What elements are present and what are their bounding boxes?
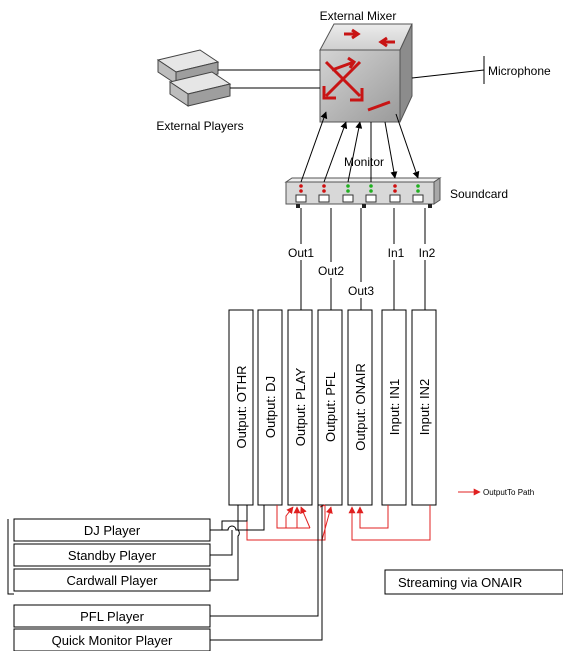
cardwall-player-wire: [210, 505, 240, 581]
column-label-dj: Output: DJ: [263, 376, 278, 438]
column-input-in1: Input: IN1: [381, 309, 407, 506]
port-label-in1: In1: [388, 246, 405, 260]
player-label-quick-monitor: Quick Monitor Player: [52, 633, 173, 648]
in1-to-onair-path: [356, 505, 389, 529]
dj-to-play-path-1: [276, 505, 301, 529]
players-label: External Players: [156, 119, 243, 133]
pfl-player-wire: [210, 505, 319, 617]
player-label-standby: Standby Player: [68, 548, 157, 563]
standby-player-wire: [210, 530, 233, 556]
pfl-arrow: [321, 506, 333, 541]
soundcard-port-leds: [299, 184, 420, 193]
player-quick-monitor: Quick Monitor Player: [13, 628, 211, 651]
othr-to-pfl-path: [246, 505, 326, 541]
dj-player-to-othr-wire: [210, 505, 248, 531]
column-label-in2: Input: IN2: [417, 379, 432, 435]
dj-to-play-path-3: [300, 506, 311, 529]
external-mixer-icon: [319, 23, 413, 123]
column-output-dj: Output: DJ: [257, 309, 283, 506]
column-output-pfl: Output: PFL: [317, 309, 343, 506]
player-dj: DJ Player: [13, 518, 211, 542]
port2-to-mixer-arrow: [323, 121, 348, 183]
column-label-othr: Output: OTHR: [234, 365, 249, 448]
player-standby: Standby Player: [13, 543, 211, 567]
column-label-onair: Output: ONAIR: [353, 363, 368, 450]
external-players-icon: [156, 49, 232, 107]
soundcard-label: Soundcard: [450, 187, 508, 201]
port-label-out2: Out2: [318, 264, 344, 278]
dj-to-play-path-2: [285, 506, 294, 528]
dj-player-to-dj-wire: [222, 505, 265, 531]
column-output-onair: Output: ONAIR: [347, 309, 373, 506]
streaming-box: Streaming via ONAIR: [384, 569, 563, 595]
streaming-label: Streaming via ONAIR: [398, 575, 522, 590]
port-label-out1: Out1: [288, 246, 314, 260]
microphone-label: Microphone: [488, 64, 551, 78]
player-label-pfl: PFL Player: [80, 609, 144, 624]
microphone-wire: [411, 69, 485, 79]
mixer-to-in1-arrow: [384, 121, 398, 179]
in2-to-onair-path: [348, 505, 431, 541]
legend: OutputTo Path: [458, 488, 534, 497]
column-label-pfl: Output: PFL: [323, 372, 338, 442]
column-label-play: Output: PLAY: [293, 367, 308, 446]
quick-monitor-player-wire: [210, 505, 323, 641]
player-label-cardwall: Cardwall Player: [66, 573, 158, 588]
column-output-play: Output: PLAY: [287, 309, 313, 506]
monitor-label: Monitor: [344, 155, 384, 169]
column-label-in1: Input: IN1: [387, 379, 402, 435]
player-pfl: PFL Player: [13, 604, 211, 628]
mixer-label: External Mixer: [320, 9, 397, 23]
player-label-dj: DJ Player: [84, 523, 141, 538]
legend-label: OutputTo Path: [483, 488, 534, 497]
column-output-othr: Output: OTHR: [228, 309, 254, 506]
mixer-to-in2-arrow: [395, 113, 420, 179]
port1-to-mixer-arrow: [300, 111, 328, 183]
port-label-in2: In2: [419, 246, 436, 260]
port-label-out3: Out3: [348, 284, 374, 298]
player-cardwall: Cardwall Player: [13, 568, 211, 592]
port3-to-mixer-arrow: [347, 121, 363, 183]
player-group-bracket: [7, 519, 14, 595]
soundcard-icon: [284, 177, 442, 208]
column-input-in2: Input: IN2: [411, 309, 437, 506]
